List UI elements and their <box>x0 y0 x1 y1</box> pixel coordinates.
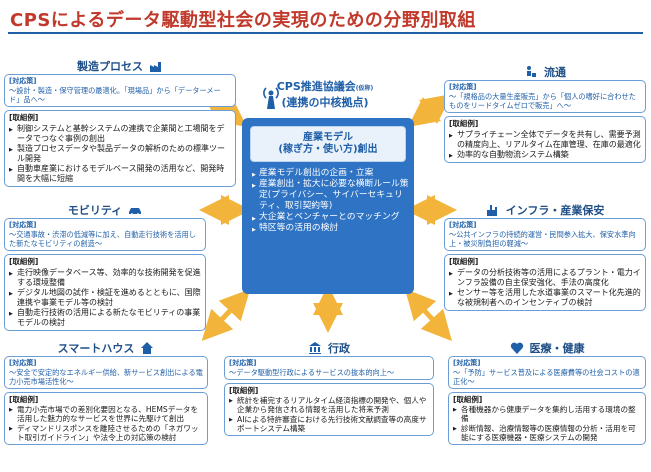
hub-items: 産業モデル創出の企画・立案 産業創出・拡大に必要な横断ルール策定(プライバシー、… <box>252 168 410 236</box>
heading: モビリティ <box>67 204 123 217</box>
health-icon <box>510 342 523 354</box>
industry-model-box: 産業モデル (稼ぎ方・使い方)創出 <box>250 126 406 162</box>
panel-mobility: モビリティ [対応策]～交通事故・渋滞の低減等に加え、自動走行技術を活用した新た… <box>4 202 206 331</box>
example-item: 製造プロセスデータや製品データの解析のための標準ツール開発 <box>9 144 231 164</box>
arrow-healthcare <box>404 288 453 342</box>
example-item: ディマンドリスポンスを離陸させるための「ネガワット取引ガイドライン」や法令上の対… <box>9 424 203 442</box>
heading: 製造プロセス <box>77 60 143 73</box>
heading: 流通 <box>544 66 566 79</box>
example-item: 効率的な自動物流システム構築 <box>449 150 641 161</box>
examples-box: [取組例] サプライチェーン全体でデータを共有し、需要予測の精度向上、リアルタイ… <box>444 116 646 163</box>
page-title: CPSによるデータ駆動型社会の実現のための分野別取組 <box>10 10 476 31</box>
example-item: 各種機器から健康データを集約し活用する環境の整備 <box>453 405 641 423</box>
example-item: 診断情報、治療情報等の医療情報の分析・活用を可能にする医療機器・医療システムの開… <box>453 424 641 442</box>
arrow-distribution <box>408 94 452 127</box>
target-label: [対応策] <box>9 221 37 229</box>
hub-item: 産業創出・拡大に必要な横断ルール策定(プライバシー、サイバーセキュリティ、取引契… <box>252 179 410 212</box>
example-item: 電力小売市場での差別化要因となる、HEMSデータを活用した魅力的なサービスを世界… <box>9 405 203 423</box>
example-item: デジタル地図の試作・検証を進めるとともに、国際連携や事業モデル等の検討 <box>9 288 201 308</box>
panel-healthcare: 医療・健康 [対応策]～「予防」サービス普及による医療費等の社会コストの適正化～… <box>448 340 646 446</box>
delivery-icon <box>527 66 536 77</box>
examples-label: [取組例] <box>449 257 479 266</box>
target-box: [対応策]～設計・製造・保守管理の最適化。「現場品」から「データーメード」品へ～ <box>4 74 236 107</box>
examples-label: [取組例] <box>9 395 39 404</box>
example-item: AIによる特許審査における先行技術文献調査等の高度サポートシステム構築 <box>229 415 429 433</box>
hub-item: 特区等の活用の検討 <box>252 223 410 236</box>
example-item: 自動車産業におけるモデルベース開発の活用など、開発時間を大幅に短縮 <box>9 164 231 184</box>
target-box: [対応策]～「規格品の大量生産販売」から「個人の嗜好に合わせたものをリードタイム… <box>444 80 646 113</box>
hub-item: 大企業とベンチャーとのマッチング <box>252 212 410 225</box>
heading: インフラ・産業保安 <box>505 204 605 217</box>
target-text: ～「規格品の大量生産販売」から「個人の嗜好に合わせたものをリードタイムゼロで販売… <box>449 92 636 110</box>
factory-icon <box>150 62 161 72</box>
examples-box: [取組例] 電力小売市場での差別化要因となる、HEMSデータを活用した魅力的なサ… <box>4 392 208 446</box>
target-box: [対応策]～「予防」サービス普及による医療費等の社会コストの適正化～ <box>448 356 646 389</box>
target-box: [対応策]～交通事故・渋滞の低減等に加え、自動走行技術を活用した新たなモビリティ… <box>4 218 206 251</box>
example-item: センサー等を活用した水道事業のスマート化先進的な被規制者へのインセンティブの検討 <box>449 288 641 308</box>
council-name: CPS推進協議会 <box>276 80 356 93</box>
industry-model-line2: (稼ぎ方・使い方)創出 <box>278 144 378 155</box>
target-label: [対応策] <box>229 359 257 367</box>
council-note: (仮称) <box>355 85 374 92</box>
examples-box: [取組例] 各種機器から健康データを集約し活用する環境の整備 診断情報、治療情報… <box>448 392 646 446</box>
house-icon <box>141 342 154 354</box>
examples-box: [取組例] データの分析技術等の活用によるプラント・電力インフラ設備の自主保安強… <box>444 254 646 311</box>
target-text: ～設計・製造・保守管理の最適化。「現場品」から「データーメード」品へ～ <box>9 86 221 104</box>
example-item: サプライチェーン全体でデータを共有し、需要予測の精度向上、リアルタイム在庫管理、… <box>449 130 641 150</box>
examples-label: [取組例] <box>229 386 259 395</box>
examples-label: [取組例] <box>453 395 483 404</box>
target-label: [対応策] <box>9 77 37 85</box>
target-box: [対応策]～安全で安定的なエネルギー供給、新サービス創出による電力小売市場活性化… <box>4 356 208 389</box>
council-header: CPS推進協議会(仮称) (連携の中核拠点) <box>250 78 400 110</box>
central-hub: 産業モデル (稼ぎ方・使い方)創出 産業モデル創出の企画・立案 産業創出・拡大に… <box>242 118 414 294</box>
example-item: 制御システムと基幹システムの連携で企業間と工場間をデータでつなぐ事例の創出 <box>9 124 231 144</box>
examples-box: [取組例] 制御システムと基幹システムの連携で企業間と工場間をデータでつなぐ事例… <box>4 110 236 187</box>
target-text: ～安全で安定的なエネルギー供給、新サービス創出による電力小売市場活性化～ <box>9 368 203 386</box>
target-label: [対応策] <box>9 359 37 367</box>
target-box: [対応策]～データ駆動型行政によるサービスの抜本的向上～ <box>224 356 434 380</box>
panel-smarthouse: スマートハウス [対応策]～安全で安定的なエネルギー供給、新サービス創出による電… <box>4 340 208 446</box>
panel-infrastructure: インフラ・産業保安 [対応策]～公共インフラの持続的運営・民間参入拡大、保安水準… <box>444 202 646 311</box>
target-label: [対応策] <box>449 83 477 91</box>
heading: 医療・健康 <box>529 342 585 355</box>
target-label: [対応策] <box>449 221 477 229</box>
examples-box: [取組例] 走行映像データベース等、効率的な技術開発を促進する環境整備 デジタル… <box>4 254 206 331</box>
example-item: 走行映像データベース等、効率的な技術開発を促進する環境整備 <box>9 268 201 288</box>
heading: 行政 <box>328 342 350 355</box>
target-text: ～データ駆動型行政によるサービスの抜本的向上～ <box>229 368 395 377</box>
arrow-smarthouse <box>201 289 251 341</box>
examples-label: [取組例] <box>9 113 39 122</box>
panel-manufacturing: 製造プロセス [対応策]～設計・製造・保守管理の最適化。「現場品」から「データー… <box>4 58 236 187</box>
title-divider <box>8 32 643 34</box>
target-label: [対応策] <box>453 359 481 367</box>
panel-distribution: 流通 [対応策]～「規格品の大量生産販売」から「個人の嗜好に合わせたものをリード… <box>444 64 646 163</box>
antenna-icon <box>263 87 279 109</box>
target-text: ～「予防」サービス普及による医療費等の社会コストの適正化～ <box>453 368 640 386</box>
heading: スマートハウス <box>57 342 135 355</box>
examples-box: [取組例] 統計を補完するリアルタイム経済指標の開発や、個人や企業から発信される… <box>224 383 434 437</box>
target-box: [対応策]～公共インフラの持続的運営・民間参入拡大、保安水準向上・被災制負担の軽… <box>444 218 646 251</box>
target-text: ～交通事故・渋滞の低減等に加え、自動走行技術を活用した新たなモビリティの創造～ <box>9 230 196 248</box>
car-icon <box>129 208 142 216</box>
panel-government: 行政 [対応策]～データ駆動型行政によるサービスの抜本的向上～ [取組例] 統計… <box>224 340 434 437</box>
examples-label: [取組例] <box>9 257 39 266</box>
example-item: 統計を補完するリアルタイム経済指標の開発や、個人や企業から発信される情報を活用し… <box>229 396 429 414</box>
government-icon <box>309 342 321 354</box>
target-text: ～公共インフラの持続的運営・民間参入拡大、保安水準向上・被災制負担の軽減～ <box>449 230 636 248</box>
examples-label: [取組例] <box>449 119 479 128</box>
industry-model-line1: 産業モデル <box>303 132 353 143</box>
council-subtitle: (連携の中核拠点) <box>281 96 369 109</box>
plant-icon <box>486 205 497 216</box>
example-item: データの分析技術等の活用によるプラント・電力インフラ設備の自主保安強化、手法の高… <box>449 268 641 288</box>
hub-item: 産業モデル創出の企画・立案 <box>252 168 410 181</box>
example-item: 自動走行技術の活用による新たなモビリティの事業モデルの検討 <box>9 308 201 328</box>
